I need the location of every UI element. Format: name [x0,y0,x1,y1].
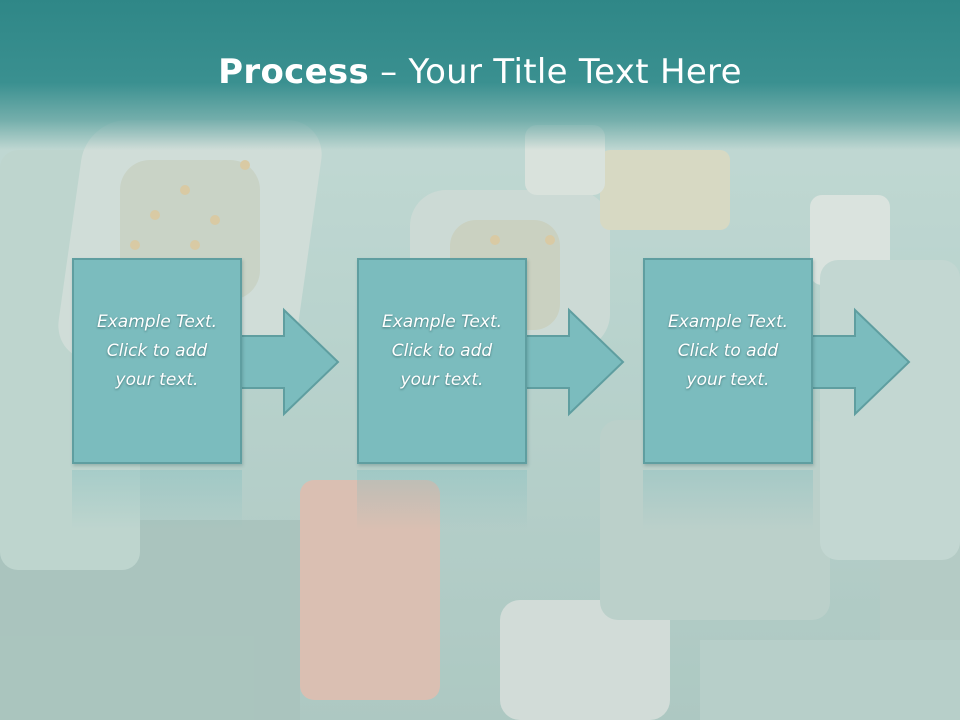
slide-title[interactable]: Process – Your Title Text Here [0,52,960,92]
step-line-2: Click to add [391,341,493,361]
step-box [357,258,527,464]
step-line-3: your text. [115,370,199,390]
title-bold: Process [218,52,370,92]
step-box [643,258,813,464]
title-rest: – Your Title Text Here [369,52,742,92]
step-line-2: Click to add [106,341,208,361]
step-reflection [643,470,813,530]
step-line-3: your text. [686,370,770,390]
step-line-1: Example Text. [96,312,218,332]
step-line-3: your text. [400,370,484,390]
step-text[interactable]: Example Text. Click to add your text. [72,308,242,395]
step-line-1: Example Text. [667,312,789,332]
process-step-2[interactable]: Example Text. Click to add your text. [355,258,625,530]
process-step-1[interactable]: Example Text. Click to add your text. [70,258,340,530]
step-reflection [72,470,242,530]
step-reflection [357,470,527,530]
step-line-2: Click to add [677,341,779,361]
step-line-1: Example Text. [381,312,503,332]
process-step-3[interactable]: Example Text. Click to add your text. [641,258,911,530]
step-text[interactable]: Example Text. Click to add your text. [643,308,813,395]
step-box [72,258,242,464]
step-text[interactable]: Example Text. Click to add your text. [357,308,527,395]
title-bar: Process – Your Title Text Here [0,0,960,150]
